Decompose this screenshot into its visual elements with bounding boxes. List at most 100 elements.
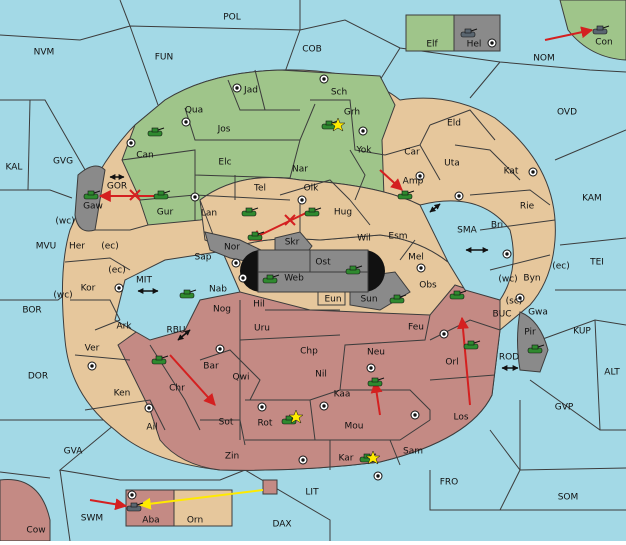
tank-unit-icon[interactable] [247,231,265,241]
label-ken: Ken [114,389,131,399]
tank-unit-icon[interactable] [463,340,481,350]
failed-order-marks [129,189,296,226]
supply-center [298,455,308,465]
tank-unit-icon[interactable] [151,355,169,365]
tank-unit-icon[interactable] [147,127,165,137]
label-jos: Jos [217,125,231,135]
label-elc: Elc [218,158,231,168]
label-ec1: (ec) [101,242,119,252]
supply-center [190,192,200,202]
label-nab: Nab [209,285,227,295]
tank-unit-icon[interactable] [449,290,467,300]
passage-arrows [109,174,519,371]
label-wc1: (wc) [55,217,74,227]
tank-unit-icon[interactable] [262,274,280,284]
label-nar: Nar [292,165,308,175]
supply-center [410,410,420,420]
label-sch: Sch [331,88,347,98]
supply-center [366,363,376,373]
label-ver: Ver [85,344,100,354]
label-alt: ALT [604,368,620,378]
label-sma: SMA [457,226,477,236]
supply-center [515,293,525,303]
label-fun: FUN [155,53,174,63]
label-esm: Esm [388,232,407,242]
label-buc: BUC [492,310,511,320]
label-car: Car [404,148,420,158]
supply-center [319,401,329,411]
label-kal: KAL [6,163,23,173]
label-ec3: (ec) [552,262,570,272]
supply-center [528,167,538,177]
tank-unit-icon[interactable] [527,344,545,354]
label-ec2: (ec) [108,266,126,276]
label-qwi: Qwi [233,373,250,383]
label-feu: Feu [408,323,424,333]
label-nor: Nor [224,243,240,253]
tank-unit-icon[interactable] [153,190,171,200]
label-sam: Sam [403,447,423,457]
label-uta: Uta [444,159,460,169]
label-gvp: GVP [555,403,574,413]
label-rie: Rie [520,202,535,212]
supply-center [415,171,425,181]
label-kup: KUP [573,327,591,337]
label-tei: TEI [589,258,604,268]
supply-center [215,344,225,354]
label-mel: Mel [408,253,424,263]
label-fro: FRO [440,478,459,488]
label-elf: Elf [426,40,438,50]
label-wil: Wil [357,234,371,244]
label-chp: Chp [300,347,318,357]
label-pol: POL [223,13,241,23]
supply-center [144,403,154,413]
tank-unit-icon[interactable] [241,207,259,217]
tank-unit-icon[interactable] [281,415,299,425]
label-dax: DAX [272,520,291,530]
label-sc1: (sc) [506,297,523,307]
supply-center [231,258,241,268]
supply-center [487,38,497,48]
supply-center [114,283,124,293]
tank-unit-icon[interactable] [83,190,101,200]
label-gor: GOR [107,182,127,192]
label-cob: COB [302,45,322,55]
supply-center [126,138,136,148]
tank-unit-icon[interactable] [460,28,478,38]
capital-stars [288,117,381,465]
tank-unit-icon[interactable] [389,294,407,304]
supply-center [238,273,248,283]
central-bar [240,249,385,293]
label-ark: Ark [116,322,132,332]
tank-unit-icon[interactable] [367,377,385,387]
label-hug: Hug [334,208,352,218]
supply-center [319,74,329,84]
tank-unit-icon[interactable] [179,289,197,299]
label-orn: Orn [187,516,203,526]
label-eld: Eld [447,119,461,129]
supply-center [232,83,242,93]
tank-unit-icon[interactable] [345,265,363,275]
label-bar: Bar [203,362,219,372]
tank-unit-icon[interactable] [126,502,144,512]
label-los: Los [453,413,468,423]
label-rod: ROD [499,353,519,363]
tank-unit-icon[interactable] [321,120,339,130]
label-nom: NOM [533,54,555,64]
label-grh: Grh [344,108,360,118]
supply-centers [87,38,538,500]
tank-unit-icon[interactable] [397,190,415,200]
label-wc3: (wc) [498,275,517,285]
label-amp: Amp [403,177,424,187]
label-bor: BOR [22,306,41,316]
label-kat: Kat [504,167,519,177]
label-skr: Skr [285,238,300,248]
label-sap: Sap [195,253,212,263]
tank-unit-icon[interactable] [304,207,322,217]
label-mvu: MVU [36,242,57,252]
label-obs: Obs [419,281,437,291]
tank-unit-icon[interactable] [592,25,610,35]
label-kor: Kor [81,284,96,294]
